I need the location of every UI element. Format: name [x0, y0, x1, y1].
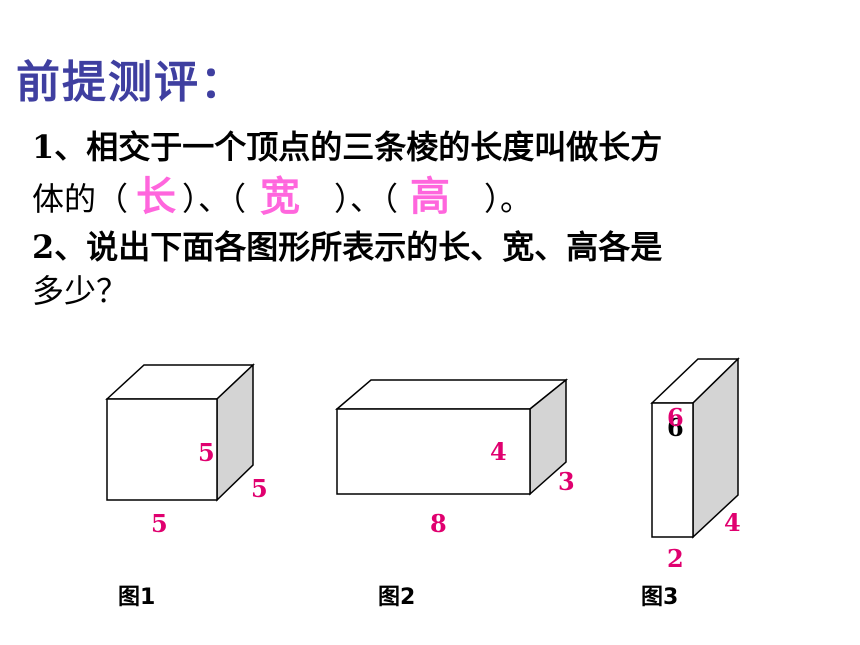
question-2-line-1: 2、说出下面各图形所表示的长、宽、高各是: [32, 222, 662, 268]
figure-3-caption: 图3: [641, 585, 678, 610]
figure-2-width-label: 3: [558, 467, 575, 496]
figure-2-length-label: 8: [430, 509, 447, 538]
question-1-line-1: 1、相交于一个顶点的三条棱的长度叫做长方: [32, 122, 662, 168]
question-1-text-part: 体的（: [32, 180, 129, 218]
question-2-line-2: 多少？: [32, 266, 128, 312]
figure-3-height-label: 6: [667, 403, 684, 432]
figure-1-caption: 图1: [118, 585, 155, 610]
figure-2-front-face: [336, 408, 531, 495]
figure-3-length-label: 2: [667, 544, 684, 573]
question-1-text-part: ）、（: [334, 180, 399, 218]
figure-3-tall-cuboid: 6 6 4 2 图3: [641, 357, 741, 610]
question-1-text: 1、相交于一个顶点的三条棱的长度叫做长方: [32, 128, 663, 166]
figure-3-height-label-black: 6: [667, 413, 684, 442]
question-2-text: 2、说出下面各图形所表示的长、宽、高各是: [32, 228, 663, 266]
question-2-text-part: 多少？: [32, 272, 129, 310]
figure-2-caption: 图2: [378, 585, 415, 610]
page-title: 前提测评：: [16, 57, 246, 108]
question-1-line-2: 体的（长）、（宽）、（高）。: [32, 164, 532, 222]
figure-2-top-face: [334, 379, 569, 410]
figure-3-width-label: 4: [724, 508, 741, 537]
figure-1-cube: 5 5 5 图1: [105, 363, 268, 610]
answer-width: 宽: [260, 174, 301, 220]
figure-1-front-face: [106, 398, 218, 501]
question-1-text-part: ）。: [484, 180, 533, 218]
figure-1-length-label: 5: [151, 509, 168, 538]
answer-height: 高: [410, 174, 451, 220]
figure-1-height-label: 5: [198, 438, 215, 467]
question-1-text-part: ）、（: [182, 180, 247, 218]
figure-2-height-label: 4: [490, 437, 507, 466]
answer-length: 长: [136, 174, 177, 220]
figure-3-front-face: [651, 402, 694, 538]
figure-1-width-label: 5: [251, 474, 268, 503]
figure-2-cuboid: 4 3 8 图2: [334, 378, 575, 610]
